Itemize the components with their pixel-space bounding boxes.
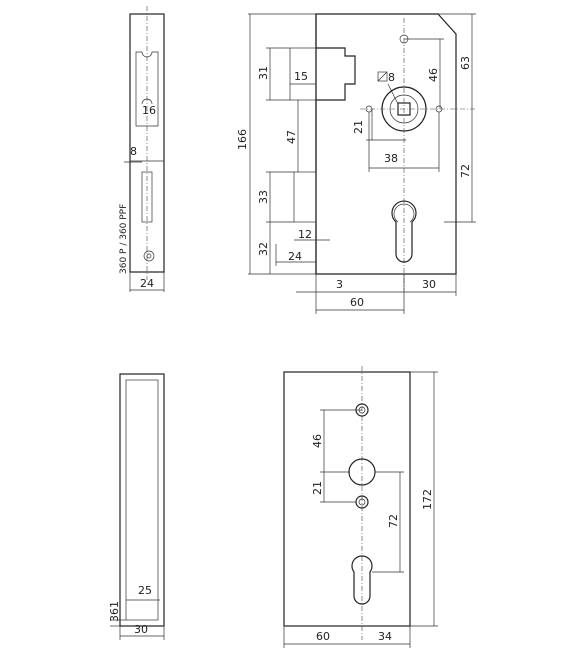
side-view-latch-arc <box>141 98 153 105</box>
dim-24-side: 24 <box>140 277 154 290</box>
plate-outline <box>283 371 411 627</box>
dim-38: 38 <box>384 152 398 165</box>
dim-24-front: 24 <box>288 250 302 263</box>
dim-72-front: 72 <box>459 164 472 178</box>
dim-46-front: 46 <box>427 68 440 82</box>
dim-15: 15 <box>294 70 308 83</box>
dim-60-front: 60 <box>350 296 364 309</box>
faceplate-inner <box>125 379 159 621</box>
dim-12: 12 <box>298 228 312 241</box>
dim-72-plate: 72 <box>387 514 400 528</box>
dim-361: 361 <box>108 601 121 622</box>
plate-view: 46 21 72 172 60 34 <box>283 366 438 648</box>
dim-47: 47 <box>285 130 298 144</box>
model-label: 360 P / 360 PPF <box>119 204 129 274</box>
latch <box>316 47 356 101</box>
dim-8-square: 8 <box>388 71 395 84</box>
dim-30-front: 30 <box>422 278 436 291</box>
dim-16: 16 <box>142 104 156 117</box>
dim-172: 172 <box>421 489 434 510</box>
plate-cylinder-cutout <box>351 555 373 605</box>
plate-spindle-hole <box>348 458 376 486</box>
dim-21-plate: 21 <box>311 481 324 495</box>
side-view-screw <box>143 250 155 262</box>
dim-31: 31 <box>257 66 270 80</box>
dim-21-front: 21 <box>352 120 365 134</box>
bolt <box>293 171 317 223</box>
side-view-bolt-slot <box>141 171 153 223</box>
dim-32: 32 <box>257 242 270 256</box>
dim-33: 33 <box>257 190 270 204</box>
dim-46-plate: 46 <box>311 434 324 448</box>
side-view-upper-slot <box>135 51 159 127</box>
dim-3: 3 <box>336 278 343 291</box>
dim-166: 166 <box>236 129 249 150</box>
faceplate-outer <box>119 373 165 627</box>
dim-30-faceplate: 30 <box>134 623 148 636</box>
cylinder-cutout <box>391 200 417 263</box>
dim-34: 34 <box>378 630 392 643</box>
dim-8-side: 8 <box>130 145 137 158</box>
front-view: 166 31 15 47 33 32 12 24 8 <box>236 13 476 314</box>
dim-63: 63 <box>459 56 472 70</box>
dim-25: 25 <box>138 584 152 597</box>
lock-body-outline <box>315 13 457 275</box>
side-view: 16 8 360 P / 360 PPF 24 <box>119 6 165 292</box>
dim-60-plate: 60 <box>316 630 330 643</box>
faceplate-view: 25 361 30 <box>108 373 165 640</box>
